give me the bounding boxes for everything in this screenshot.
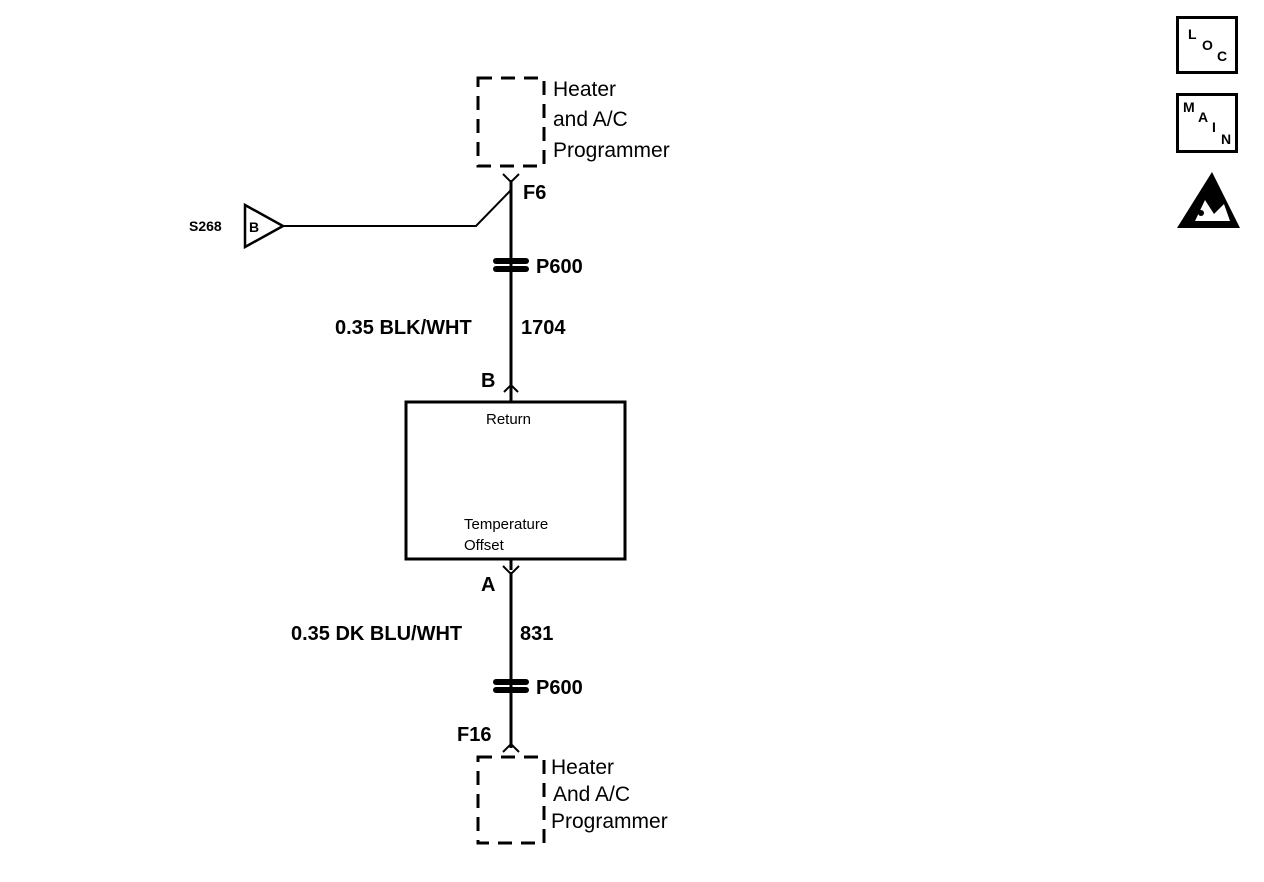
top-programmer-box[interactable] [476, 76, 546, 168]
loc-letter-c: C [1217, 48, 1228, 64]
bottom-programmer-label-3: Programmer [551, 810, 668, 833]
p600-top-connector[interactable] [493, 258, 529, 272]
f16-label: F16 [457, 724, 491, 746]
top-programmer-label-1: Heater [553, 78, 616, 101]
loc-letter-o: O [1202, 37, 1213, 53]
splice-s268-triangle[interactable] [243, 202, 286, 250]
wire-lower-circuit: 831 [520, 623, 553, 645]
sensor-temp-label: Temperature [464, 516, 548, 533]
pin-b-label: B [481, 370, 495, 392]
splice-id: S268 [189, 218, 222, 234]
f6-label: F6 [523, 182, 546, 204]
temperature-sensor-box[interactable] [404, 400, 627, 561]
pin-b-terminal [503, 383, 519, 393]
loc-letter-l: L [1188, 26, 1197, 42]
main-letter-a: A [1198, 109, 1209, 125]
p600-bottom-label: P600 [536, 677, 583, 699]
splice-letter: B [249, 219, 259, 235]
bottom-programmer-label-2: And A/C [553, 783, 630, 806]
sensor-return-label: Return [486, 411, 531, 428]
top-programmer-label-2: and A/C [553, 108, 628, 131]
main-icon[interactable]: M A I N [1176, 93, 1238, 153]
top-programmer-label-3: Programmer [553, 139, 670, 162]
main-letter-i: I [1212, 119, 1216, 135]
p600-top-label: P600 [536, 256, 583, 278]
loc-icon[interactable]: L O C [1176, 16, 1238, 74]
splice-branch-wire[interactable] [283, 189, 512, 227]
sensor-offset-label: Offset [464, 537, 505, 554]
f16-terminal [502, 742, 520, 753]
wire-lower-color: 0.35 DK BLU/WHT [291, 623, 462, 645]
bottom-programmer-label-1: Heater [551, 756, 614, 779]
wire-upper-color: 0.35 BLK/WHT [335, 317, 472, 339]
main-letter-m: M [1183, 99, 1195, 115]
main-letter-n: N [1221, 131, 1232, 147]
wire-upper-circuit: 1704 [521, 317, 566, 339]
p600-bottom-connector[interactable] [493, 679, 529, 693]
bottom-programmer-box[interactable] [476, 755, 546, 845]
pin-a-label: A [481, 574, 495, 596]
esd-warning-icon[interactable] [1177, 172, 1240, 228]
